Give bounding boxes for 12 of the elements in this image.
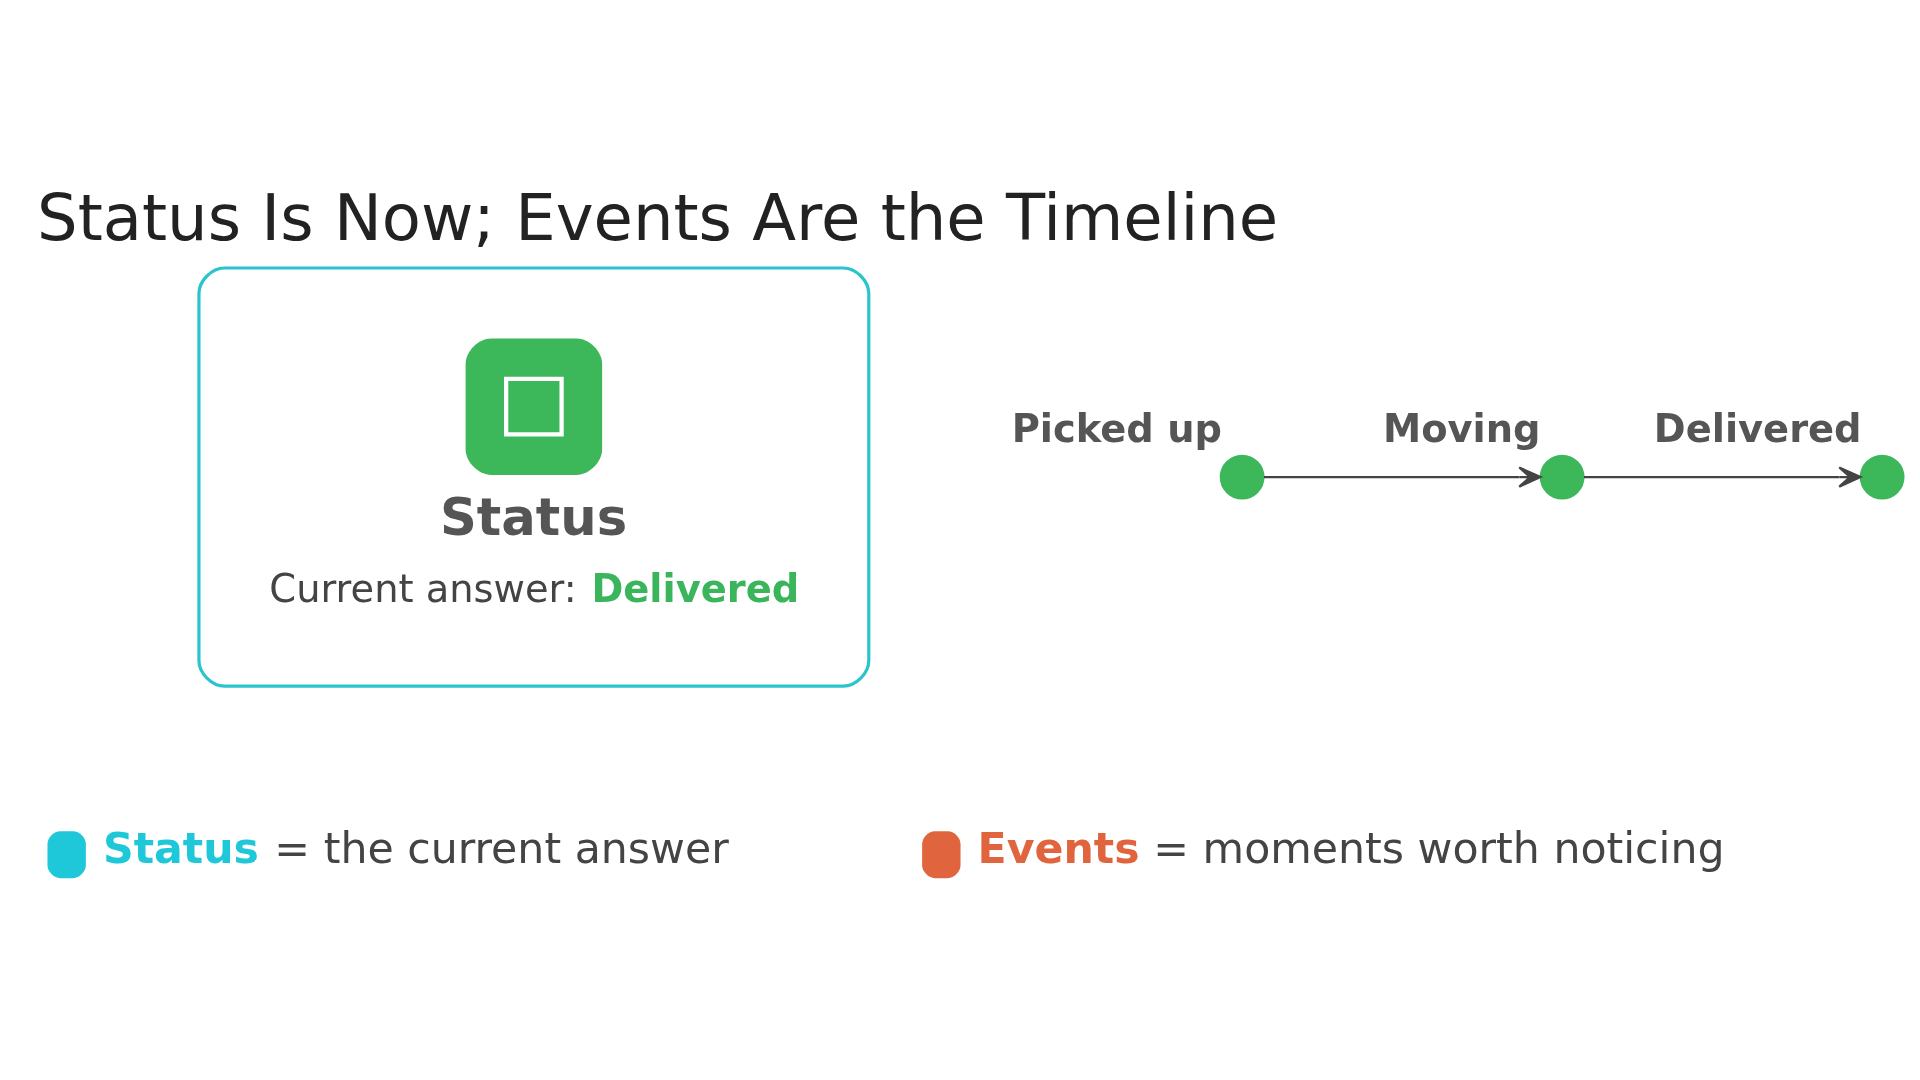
node-label: Delivered xyxy=(1653,405,1862,451)
node-circle xyxy=(1219,454,1265,500)
legend-label: Events = moments worth noticing xyxy=(977,823,1725,874)
arrow xyxy=(1584,466,1862,488)
node-circle xyxy=(1859,454,1905,500)
diagram-title: Status Is Now; Events Are the Timeline xyxy=(37,181,1279,256)
node-label: Moving xyxy=(1382,405,1541,451)
legend-label: Status = the current answer xyxy=(102,823,729,874)
node-box: Status Current answer: Delivered xyxy=(197,266,871,688)
node-label: Picked up xyxy=(1011,405,1222,451)
node-circle xyxy=(1539,454,1585,500)
arrow xyxy=(1264,466,1542,488)
